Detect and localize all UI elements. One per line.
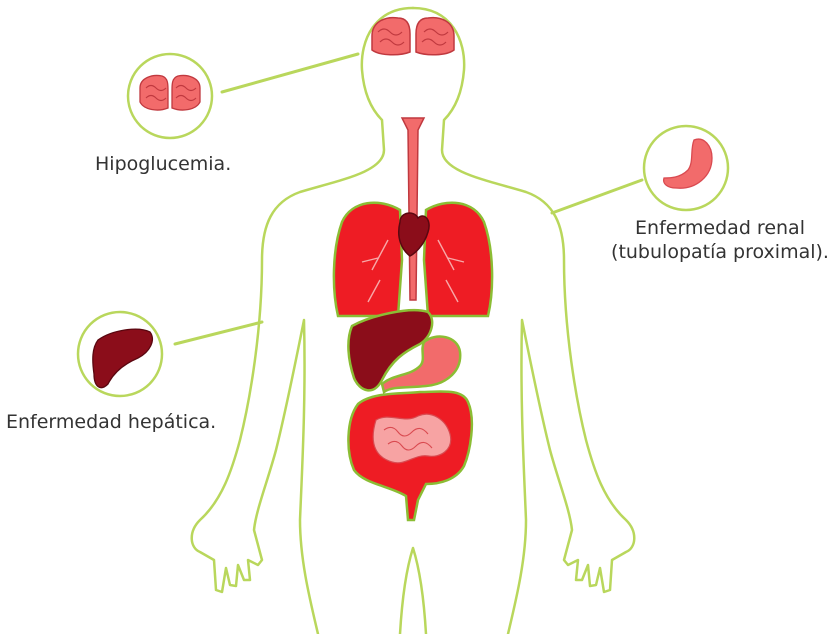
liver-connector-line (175, 322, 262, 344)
renal-label-line-2: (tubulopatía proximal). (606, 240, 834, 264)
renal-label-line-1: Enfermedad renal (606, 216, 834, 240)
hepatic-disease-label: Enfermedad hepática. (6, 410, 216, 434)
brain-connector-line (222, 54, 358, 92)
hypoglycemia-label: Hipoglucemia. (95, 152, 231, 176)
brain-callout-circle (128, 54, 212, 138)
liver-callout-circle (78, 312, 162, 396)
trachea-organ (402, 118, 424, 300)
renal-disease-label: Enfermedad renal (tubulopatía proximal). (606, 216, 834, 264)
stomach-callout-circle (644, 126, 728, 210)
renal-connector-line (552, 180, 642, 213)
intestines-organ (348, 391, 471, 520)
head-brain-organ (372, 18, 454, 55)
